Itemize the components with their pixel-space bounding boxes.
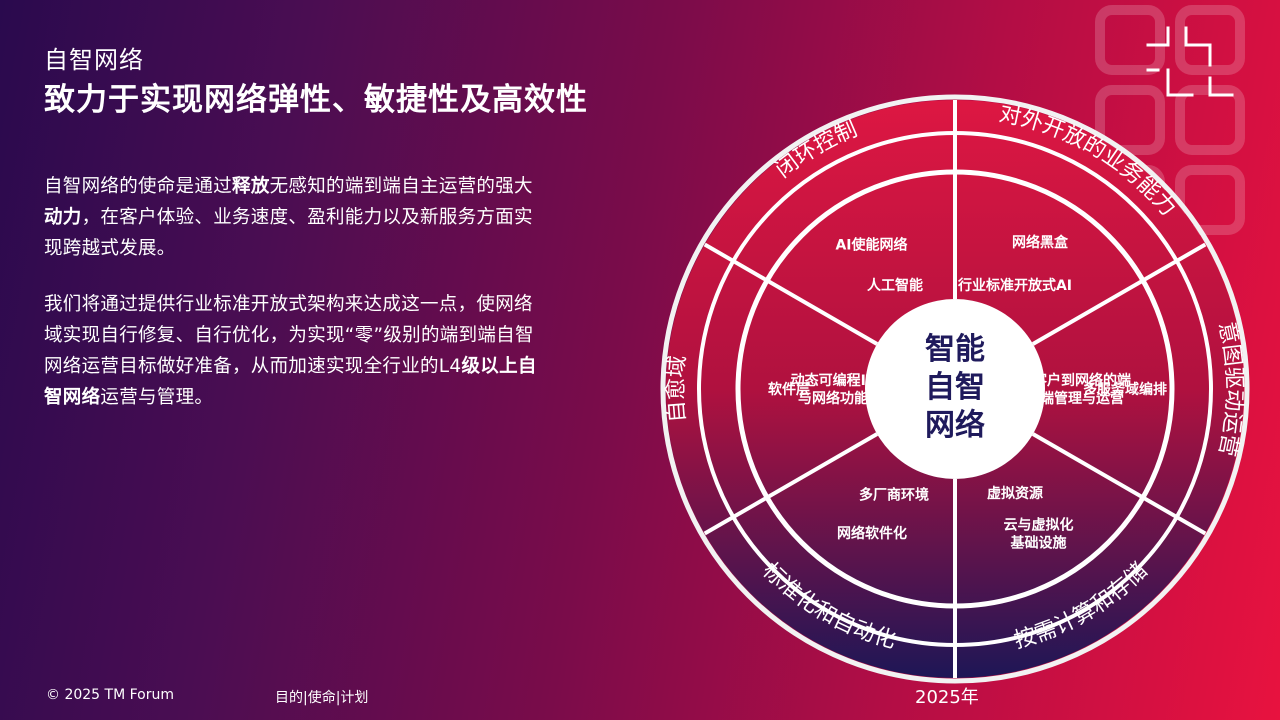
tmforum-logo-icon [1146,26,1234,97]
center-label: 自智 [925,370,985,405]
paragraph-run: ，在客户体验、业务速度、盈利能力以及新服务方面实现跨越式发展。 [44,207,533,259]
outer-ring [660,94,1250,684]
segment-item: 云与虚拟化基础设施 [1004,517,1074,552]
segment-item: 多厂商环境 [859,487,929,504]
segment-divider [703,432,879,536]
breadcrumb: 目的|使命|计划 [275,690,369,706]
outer-label: 自愈域 [664,354,691,423]
paragraph-run: 动力 [44,207,82,228]
segment-item: 网络黑盒 [1012,234,1069,251]
segment-item: 行业标准开放式AI [957,277,1072,294]
center-label: 智能 [925,332,985,367]
center-label: 网络 [925,408,985,443]
segment-item: 网络软件化 [837,525,907,542]
segment-item: AI使能网络 [835,236,907,253]
page-title: 致力于实现网络弹性、敏捷性及高效性 [44,82,588,118]
paragraph-run: 级以上自智网络 [44,356,537,408]
section-subtitle: 自智网络 [44,46,144,74]
mission-paragraph: 自智网络的使命是通过释放无感知的端到端自主运营的强大动力，在客户体验、业务速度、… [44,171,544,264]
segment-divider [1031,242,1207,346]
segment-item: 软件层 [768,381,810,398]
paragraph-run: 我们将通过提供行业标准开放式架构来达成这一点，使网络域实现自行修复、自行优化，为… [44,294,534,377]
segment-item: 从客户到网络的端到端管理与运营 [1019,372,1131,407]
paragraph-run: 释放 [232,176,270,197]
approach-paragraph: 我们将通过提供行业标准开放式架构来达成这一点，使网络域实现自行修复、自行优化，为… [44,289,544,413]
paragraph-run: 无感知的端到端自主运营的强大 [269,176,533,197]
copyright-text: © 2025 TM Forum [46,687,174,703]
paragraph-run: 自智网络的使命是通过 [44,176,233,197]
segment-divider [1031,432,1207,536]
segment-divider [703,242,879,346]
center-circle [865,299,1045,479]
autonomous-network-wheel: 对外开放的业务能力意图驱动运营按需计算和存储标准化和自动化自愈域闭环控制网络黑盒… [660,94,1250,684]
paragraph-run: 运营与管理。 [100,387,214,408]
segment-item: 人工智能 [867,277,923,294]
segment-item: 虚拟资源 [987,485,1043,502]
segment-item: 多服务域编排 [1083,381,1167,398]
year-label: 2025年 [915,687,979,708]
